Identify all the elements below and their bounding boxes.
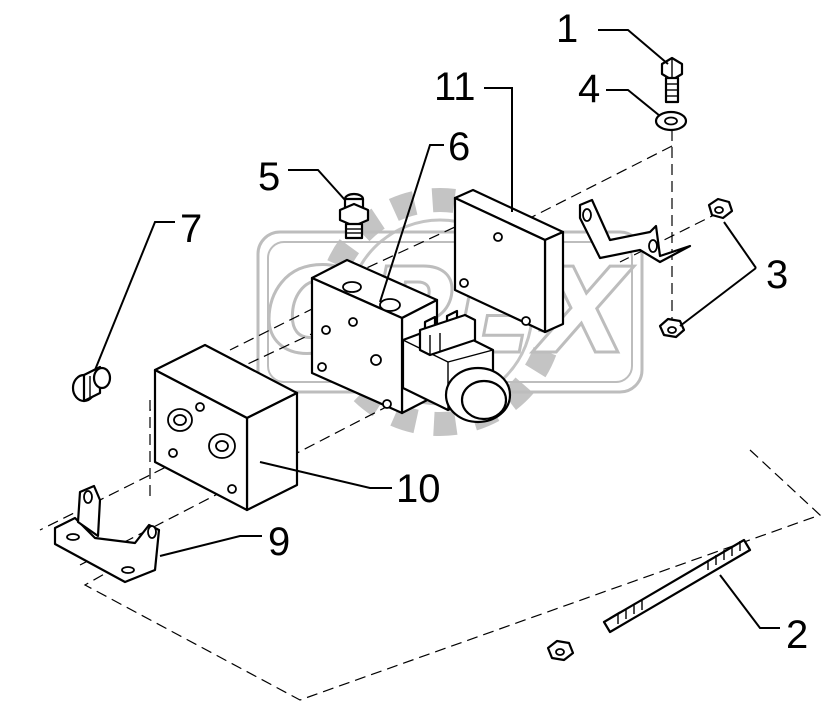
part-bracket-upper bbox=[578, 198, 692, 264]
part-bracket-lower bbox=[53, 484, 161, 584]
part-plug bbox=[71, 365, 112, 403]
callout-3: 3 bbox=[766, 253, 788, 297]
part-manifold-block bbox=[153, 343, 299, 512]
part-bolt bbox=[660, 56, 684, 104]
callout-5: 5 bbox=[258, 155, 280, 199]
callout-9: 6 bbox=[448, 125, 470, 169]
leader-lines bbox=[94, 29, 780, 629]
part-threaded-stud bbox=[602, 538, 752, 634]
callout-2: 2 bbox=[786, 613, 808, 657]
part-nut-stud bbox=[546, 639, 575, 662]
callout-4: 4 bbox=[578, 67, 600, 111]
part-solenoid bbox=[401, 309, 512, 424]
part-cover-plate bbox=[453, 188, 565, 334]
callout-11: 11 bbox=[434, 65, 476, 109]
part-nut-upper bbox=[707, 197, 734, 220]
callout-1: 1 bbox=[556, 7, 578, 51]
callout-7: 9 bbox=[268, 520, 290, 564]
callout-10: 10 bbox=[396, 467, 441, 511]
callout-6: 7 bbox=[180, 207, 202, 251]
part-nut-lower bbox=[658, 317, 686, 339]
part-washer bbox=[654, 110, 688, 132]
part-fitting bbox=[338, 192, 370, 240]
callout-labels: 1 4 11 6 5 7 3 10 9 2 bbox=[180, 7, 808, 657]
